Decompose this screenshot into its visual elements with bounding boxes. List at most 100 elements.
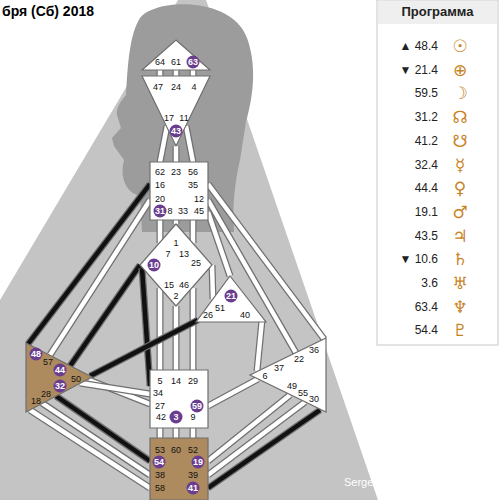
gate-number: 47 [153, 83, 163, 92]
channel-line [176, 428, 177, 438]
gate-number: 5 [157, 377, 162, 386]
gate-number: 46 [179, 281, 189, 290]
table-panel [377, 0, 498, 345]
channel-line [160, 428, 161, 438]
channel-fill [208, 395, 290, 461]
gate-number: 28 [41, 390, 51, 399]
channel-outline [208, 402, 305, 475]
head-center: 646163 [142, 40, 210, 70]
planet-symbol: ♅ [443, 273, 477, 293]
channel-outline [70, 265, 140, 366]
channel-line [28, 184, 150, 344]
gate-number: 11 [179, 114, 188, 123]
spleen-center: 48574450322818 [26, 343, 92, 412]
channel-fill [257, 320, 262, 371]
channel-line [208, 379, 258, 406]
gate-number: 45 [194, 207, 204, 216]
channel-line [160, 288, 161, 370]
channel-outline [173, 146, 180, 162]
planet-symbol: ☿ [443, 155, 477, 175]
channel-line [208, 402, 305, 475]
channel-line [160, 220, 161, 243]
planet-symbol: ♆ [443, 297, 477, 317]
gate-number: 34 [153, 389, 163, 398]
activation-value: 63.4 [380, 300, 438, 314]
center-shape [140, 224, 212, 306]
channel-fill [70, 265, 140, 366]
gate-number: 40 [240, 311, 250, 320]
channel-fill [186, 126, 193, 162]
channel-outline [208, 410, 320, 488]
channel-outline [173, 306, 180, 370]
channel-outline [190, 70, 197, 76]
gate-number: 6 [262, 372, 267, 381]
ajna-center: 47244171143 [142, 76, 210, 146]
gate-number: 51 [215, 304, 225, 313]
planet-symbol: ☉ [443, 36, 477, 56]
channel-line [193, 220, 194, 243]
channel-line [176, 306, 177, 370]
planet-symbol: ♂ [443, 202, 477, 222]
g-center: 1713251015462 [140, 224, 212, 306]
activation-value: 43.5 [380, 229, 438, 243]
center-shape [26, 343, 92, 412]
gate-number: 55 [298, 389, 308, 398]
channel-outline [173, 70, 180, 76]
gate-number: 21 [225, 290, 238, 303]
channel-line [142, 268, 150, 386]
channel-fill [174, 428, 179, 438]
channel-fill [28, 184, 150, 344]
channel-fill [174, 146, 179, 162]
gate-number: 31 [154, 205, 167, 218]
channel-outline [208, 379, 258, 406]
gate-number: 14 [171, 377, 181, 386]
channel-outline [157, 288, 164, 370]
gate-number: 59 [191, 400, 204, 413]
activation-value: 3.6 [380, 276, 438, 290]
gate-number: 13 [179, 250, 189, 259]
channel-outline [173, 428, 180, 438]
channel-line [90, 320, 198, 376]
channel-outline [30, 410, 150, 488]
channel-outline [190, 288, 197, 370]
channel-fill [191, 428, 196, 438]
gate-number: 15 [164, 281, 174, 290]
channel-fill [80, 383, 150, 394]
head-silhouette [112, 4, 253, 232]
channel-fill [208, 402, 305, 475]
channel-line [160, 126, 167, 162]
gate-number: 1 [173, 239, 178, 248]
gate-number: 63 [187, 56, 200, 69]
channel-fill [158, 288, 163, 370]
gate-number: 19 [192, 456, 205, 469]
planet-symbol: ♀ [443, 178, 477, 198]
sacral-center: 514293427594239 [150, 370, 208, 428]
channel-fill [142, 268, 150, 386]
table-header-band [378, 1, 497, 24]
gate-number: 60 [171, 446, 181, 455]
channel-outline [208, 200, 296, 353]
gate-number: 44 [54, 364, 67, 377]
channel-outline [186, 126, 193, 162]
channel-fill [208, 410, 320, 488]
gate-number: 43 [170, 125, 183, 138]
gate-number: 32 [54, 380, 67, 393]
channel-outline [28, 184, 150, 344]
channel-outline [208, 395, 290, 461]
planet-symbol: ☋ [443, 131, 477, 151]
center-shape [150, 162, 208, 220]
center-shape [196, 276, 266, 322]
gate-number: 24 [171, 83, 181, 92]
gate-number: 12 [194, 195, 204, 204]
throat-center: 622356163520123183345 [150, 162, 208, 220]
table-header: Программа [378, 4, 497, 19]
heart-center: 21512640 [196, 276, 266, 322]
channel-fill [30, 410, 150, 488]
channel-outline [42, 403, 150, 475]
activation-value: ▲ 48.4 [380, 39, 438, 53]
solar-plexus-center: 3622376495530 [250, 338, 326, 412]
gate-number: 3 [170, 411, 183, 424]
gate-number: 49 [287, 382, 297, 391]
channel-line [160, 70, 161, 76]
